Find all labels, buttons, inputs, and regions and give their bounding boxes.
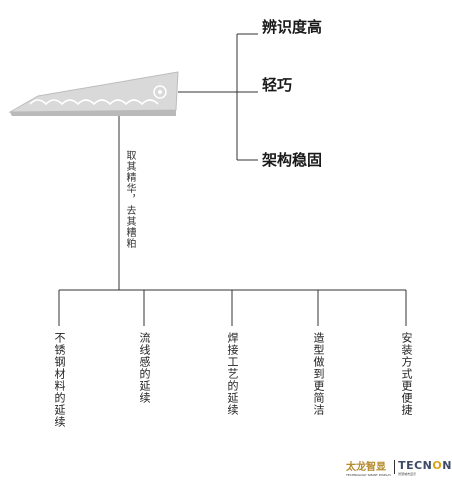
bottom-feature-stainless-steel: 不锈钢材料的延续 [53, 332, 66, 428]
feature-stable-structure: 架构稳固 [262, 151, 323, 169]
brand-cn-name: 太龙智显 [346, 461, 386, 473]
feature-recognizability: 辨识度高 [262, 18, 323, 36]
sign-illustration [8, 71, 179, 116]
brand-en-o: O [432, 458, 443, 472]
brand-en-name: TECNON [398, 459, 452, 472]
brand-en-sub: 智慧城市显示 [398, 471, 417, 476]
brand-logo: 太龙智显 TECHNOLOGY SMART DISPLAY TECNON 智慧城… [346, 455, 452, 479]
bottom-feature-easier-install: 安装方式更便捷 [400, 332, 413, 416]
bottom-feature-simpler-shape: 造型做到更简洁 [312, 332, 325, 416]
brand-cn-sub: TECHNOLOGY SMART DISPLAY [346, 472, 392, 477]
bottom-feature-streamline: 流线感的延续 [138, 332, 151, 404]
slogan: 取其精华，去其糟粕 [124, 150, 135, 249]
feature-lightweight: 轻巧 [262, 76, 293, 94]
brand-separator [394, 460, 396, 474]
brand-en-suffix: N [442, 458, 452, 472]
bottom-feature-welding: 焊接工艺的延续 [226, 332, 239, 416]
brand-en-prefix: TECN [398, 458, 433, 472]
